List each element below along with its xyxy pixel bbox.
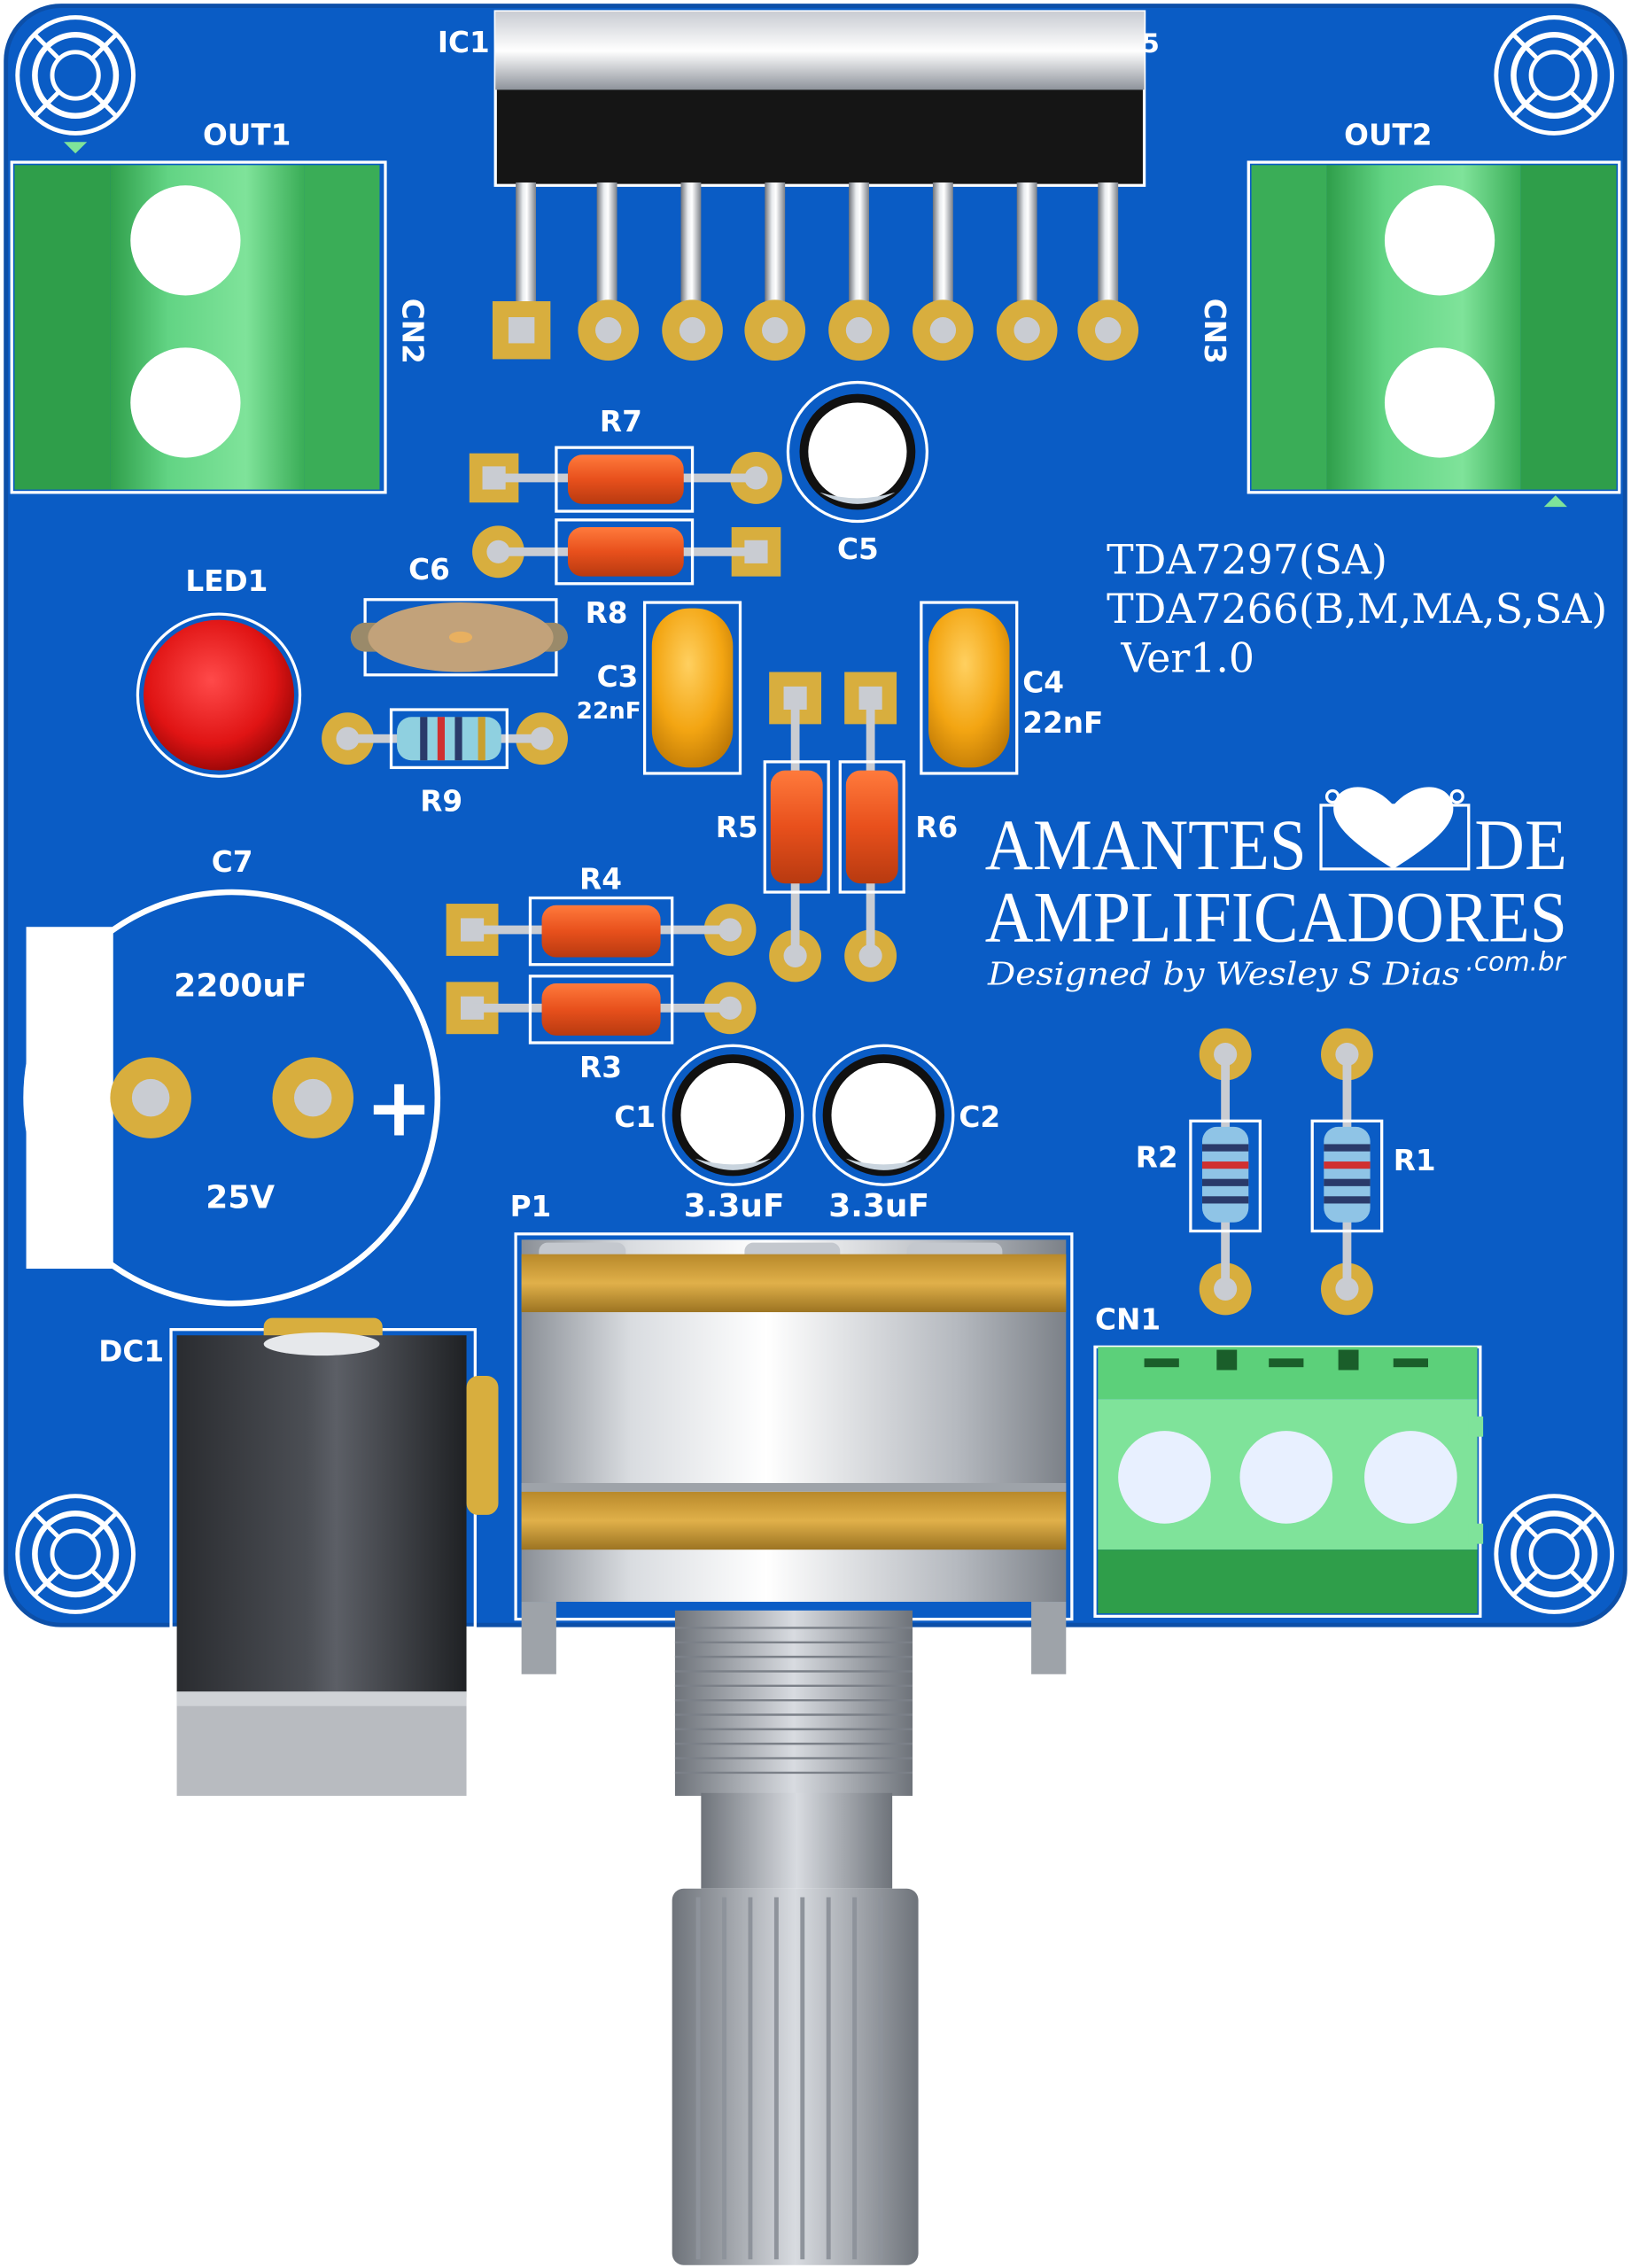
resistor-r5: [763, 672, 830, 983]
c7-label: C7: [212, 845, 253, 879]
capacitor-c3: [642, 601, 742, 775]
led1-label: LED1: [185, 564, 268, 598]
c2-label: C2: [959, 1100, 1000, 1134]
mounting-hole-icon: [1494, 1494, 1615, 1614]
board-info-version: Ver1.0: [1120, 635, 1254, 682]
out2-label: OUT2: [1344, 118, 1432, 151]
c7-value: 2200uF: [174, 968, 307, 1005]
terminal-cn1: [1093, 1345, 1484, 1619]
brand-signature: Designed by Wesley S Dias: [987, 957, 1460, 993]
ic1-label: IC1: [438, 26, 490, 59]
c3-value: 22nF: [577, 698, 641, 725]
c1-label: C1: [614, 1100, 656, 1134]
c7-polarity: +: [365, 1060, 433, 1155]
r7-label: R7: [600, 405, 642, 439]
heart-logo-icon: [1319, 787, 1471, 871]
c7-voltage: 25V: [206, 1179, 275, 1216]
terminal-cn2: [10, 142, 387, 494]
board-info-line1: TDA7297(SA): [1107, 536, 1387, 583]
c4-label: C4: [1022, 665, 1064, 699]
mounting-hole-icon: [15, 15, 136, 136]
capacitor-c5: [786, 380, 929, 524]
mounting-hole-icon: [15, 1494, 136, 1614]
mounting-hole-icon: [1494, 15, 1615, 136]
capacitor-c1: [662, 1044, 804, 1186]
resistor-r9: [322, 708, 568, 770]
r9-label: R9: [420, 784, 462, 818]
cn2-label: CN2: [396, 299, 430, 364]
r1-label: R1: [1394, 1144, 1436, 1177]
c3-label: C3: [597, 660, 639, 694]
brand-word-amplificadores: AMPLIFICADORES: [985, 877, 1567, 958]
resistor-r7: [469, 446, 782, 513]
potentiometer-p1: [514, 1232, 1074, 2265]
r5-label: R5: [716, 811, 758, 844]
r3-label: R3: [579, 1051, 622, 1084]
c6-label: C6: [408, 553, 450, 586]
out1-label: OUT1: [203, 118, 291, 151]
led1: [136, 612, 302, 778]
capacitor-c4: [920, 601, 1019, 775]
r6-label: R6: [915, 811, 958, 844]
p1-label: P1: [510, 1190, 552, 1223]
r2-label: R2: [1136, 1141, 1178, 1175]
r4-label: R4: [579, 863, 622, 897]
capacitor-c7: [23, 889, 441, 1307]
power-jack-dc1: [169, 1317, 499, 1797]
resistor-r1: [1310, 1028, 1384, 1316]
r8-label: R8: [586, 596, 628, 630]
ic1-tda7297: [492, 10, 1146, 361]
terminal-cn3: [1247, 160, 1621, 508]
resistor-r3: [446, 975, 757, 1045]
cn1-label: CN1: [1095, 1303, 1161, 1337]
c2-value: 3.3uF: [828, 1188, 929, 1224]
c5-label: C5: [837, 532, 879, 566]
dc1-label: DC1: [98, 1335, 164, 1369]
c4-value: 22nF: [1022, 706, 1103, 740]
capacitor-c6: [350, 598, 568, 677]
resistor-r6: [838, 672, 905, 983]
ic1-pin-label: 5: [1141, 28, 1159, 58]
resistor-r2: [1189, 1028, 1262, 1316]
brand-domain: .com.br: [1465, 946, 1566, 976]
capacitor-c2: [812, 1044, 955, 1186]
resistor-r4: [446, 896, 757, 967]
board-info-line2: TDA7266(B,M,MA,S,SA): [1107, 586, 1607, 633]
resistor-r8: [472, 518, 781, 586]
brand-word-amantes: AMANTES: [985, 804, 1307, 885]
cn3-label: CN3: [1198, 299, 1231, 364]
c1-value: 3.3uF: [684, 1188, 785, 1224]
brand-word-de: DE: [1474, 804, 1567, 885]
